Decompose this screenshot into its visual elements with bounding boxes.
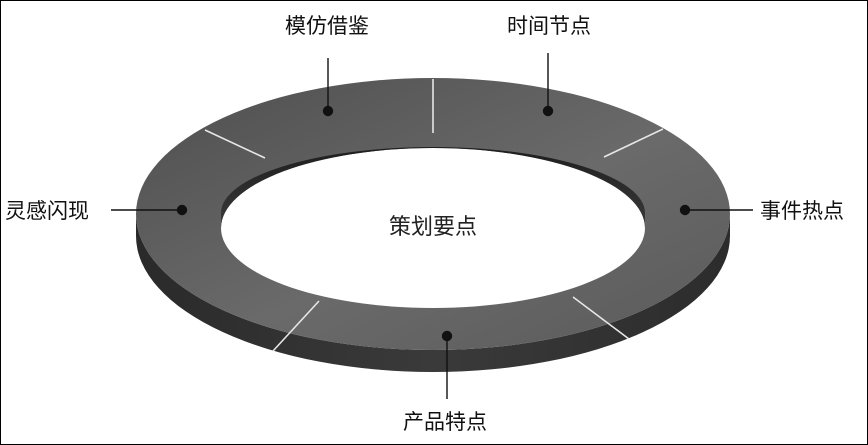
divider-upper-right [603, 128, 664, 158]
label-product-feature: 产品特点 [403, 410, 487, 434]
label-event-hotspot: 事件热点 [760, 199, 844, 223]
label-inspiration: 灵感闪现 [5, 199, 89, 223]
center-label: 策划要点 [389, 215, 477, 240]
leader-dot-time [542, 105, 554, 117]
ring-top-face [136, 78, 730, 350]
label-time-node: 时间节点 [507, 14, 591, 38]
divider-lower-right [572, 296, 630, 340]
leader-dot-product [441, 330, 453, 342]
ring-hole [223, 151, 643, 307]
segment-dividers [204, 79, 664, 352]
divider-upper-left [204, 129, 266, 159]
label-imitate: 模仿借鉴 [285, 14, 369, 38]
leader-dot-inspiration [176, 204, 188, 216]
leader-dot-imitate [322, 105, 334, 117]
ring-outer-side [136, 214, 730, 372]
leader-dot-event [679, 204, 691, 216]
divider-lower-left [272, 300, 320, 352]
